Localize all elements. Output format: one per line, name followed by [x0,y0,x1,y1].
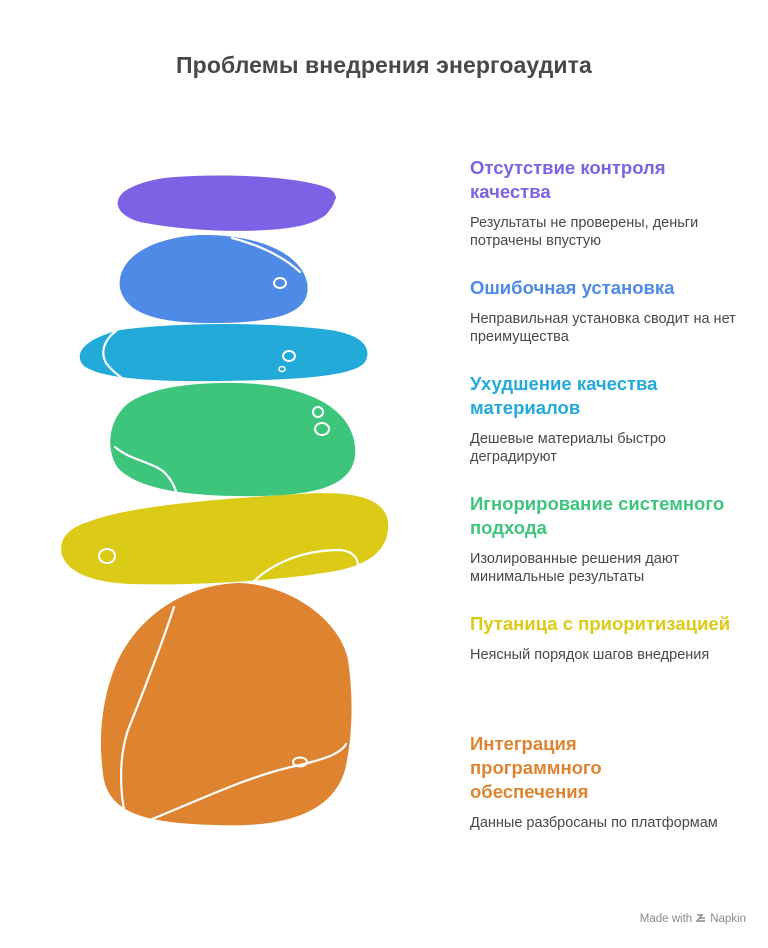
item-description: Неправильная установка сводит на нет пре… [470,311,736,345]
stone-software-integration [100,583,352,826]
made-with-napkin[interactable]: Made with Napkin [640,912,746,926]
item-title: Ухудшение качества материалов [470,373,658,418]
item-title: Игнорирование системного подхода [470,493,725,538]
item-quality-control: Отсутствие контроля качества Результаты … [470,156,750,250]
item-title: Ошибочная установка [470,277,675,298]
napkin-brand: Napkin [710,913,746,925]
item-systemic-approach: Игнорирование системного подхода Изолиро… [470,492,750,586]
item-software-integration: Интеграция программного обеспечения Данн… [470,732,750,832]
stone-wrong-installation [119,234,308,324]
item-wrong-installation: Ошибочная установка Неправильная установ… [470,276,750,346]
item-description: Данные разбросаны по платформам [470,815,718,831]
item-description: Результаты не проверены, деньги потрачен… [470,215,699,249]
item-title: Путаница с приоритизацией [470,613,731,634]
item-description: Изолированные решения дают минимальные р… [470,551,680,585]
stone-systemic-approach [110,382,356,497]
stone-prioritization [61,493,389,585]
stone-material-degradation [79,324,368,382]
item-material-degradation: Ухудшение качества материалов Дешевые ма… [470,372,750,466]
item-description: Неясный порядок шагов внедрения [470,647,710,663]
item-description: Дешевые материалы быстро деградируют [470,431,666,465]
stone-quality-control [117,175,338,231]
made-with-label: Made with [639,913,693,925]
item-title: Интеграция программного обеспечения [470,733,602,802]
diagram-title: Проблемы внедрения энергоаудита [176,52,592,78]
item-title: Отсутствие контроля качества [470,157,666,202]
napkin-logo-icon [695,912,706,926]
item-prioritization: Путаница с приоритизацией Неясный порядо… [470,612,750,664]
